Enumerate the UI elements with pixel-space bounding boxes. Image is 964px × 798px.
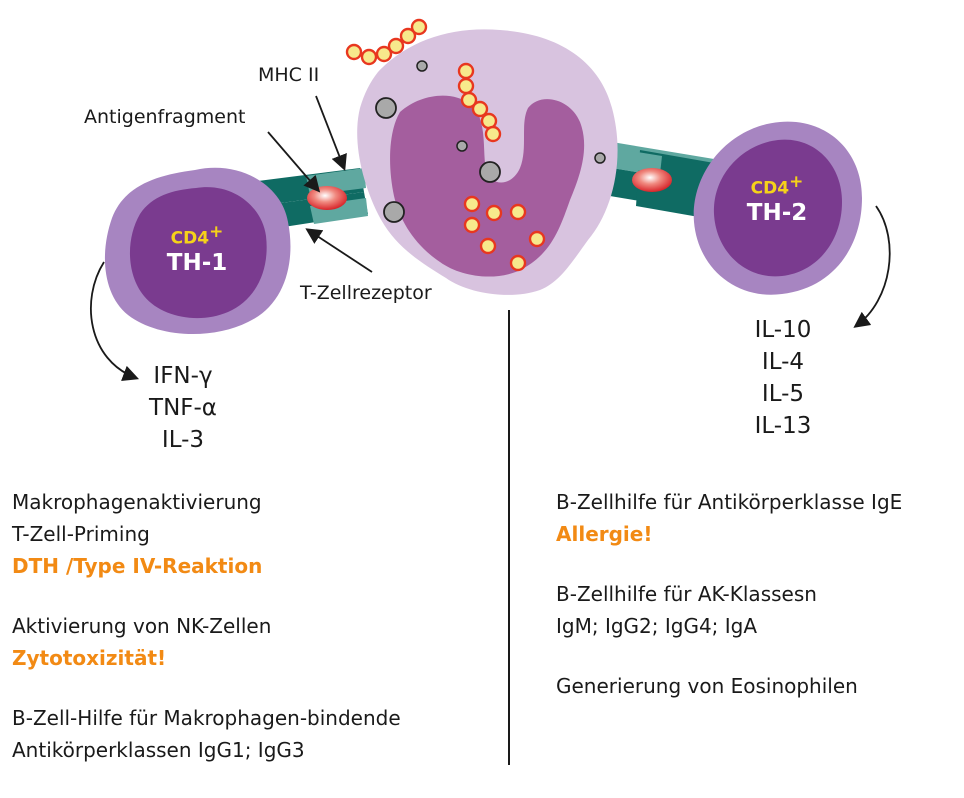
th2-cytokine: IL-5 xyxy=(761,381,805,407)
th1-function-item: Antikörperklassen IgG1; IgG3 xyxy=(12,738,305,762)
th2-cell xyxy=(693,121,862,295)
antigen-fragment-right xyxy=(632,168,672,192)
th2-function-highlight: Allergie! xyxy=(556,522,653,546)
antigen-fragment-label: Antigenfragment xyxy=(84,106,246,128)
th1-cell xyxy=(104,167,291,335)
th2-name: TH-2 xyxy=(746,200,808,226)
th1-function-item: B-Zell-Hilfe für Makrophagen-bindende xyxy=(12,706,401,730)
th1-function-highlight: DTH /Type IV-Reaktion xyxy=(12,554,263,578)
antigen-beads xyxy=(345,18,546,272)
th1-function-highlight: Zytotoxizität! xyxy=(12,646,167,670)
tcr-pointer xyxy=(305,228,373,273)
th2-cytokine-list: IL-10 IL-4 IL-5 IL-13 xyxy=(728,314,838,442)
th1-function-item: Aktivierung von NK-Zellen xyxy=(12,614,272,638)
th1-cytokine: TNF-α xyxy=(149,395,217,421)
th2-cytokine: IL-10 xyxy=(754,317,812,343)
antigen-fragment-pointer xyxy=(267,131,321,193)
antigen-fragment-left xyxy=(307,186,347,210)
th1-function-item: T-Zell-Priming xyxy=(12,522,150,546)
tcr-mhc-complex-right xyxy=(598,140,720,220)
th2-cytokine: IL-13 xyxy=(754,413,812,439)
th2-secretion-arrow xyxy=(853,205,891,328)
th1-function-list: Makrophagenaktivierung T-Zell-Priming DT… xyxy=(12,486,401,766)
th1-cytokine-list: IFN-γ TNF-α IL-3 xyxy=(128,360,238,456)
antigen-presenting-cell xyxy=(357,29,618,295)
mhc2-pointer xyxy=(315,95,347,172)
column-divider xyxy=(508,310,510,765)
th2-function-list: B-Zellhilfe für Antikörperklasse IgE All… xyxy=(556,486,902,702)
th2-function-item: Generierung von Eosinophilen xyxy=(556,674,858,698)
tcr-label: T-Zellrezeptor xyxy=(300,282,432,304)
th1-secretion-arrow xyxy=(90,261,140,382)
th1-cd4-label: CD4+ xyxy=(170,222,224,249)
th2-cytokine: IL-4 xyxy=(761,349,805,375)
th2-function-item: B-Zellhilfe für AK-Klassesn xyxy=(556,582,817,606)
th1-function-item: Makrophagenaktivierung xyxy=(12,490,262,514)
th1-cytokine: IFN-γ xyxy=(153,363,213,389)
th1-cytokine: IL-3 xyxy=(161,427,205,453)
th2-function-item: IgM; IgG2; IgG4; IgA xyxy=(556,614,758,638)
mhc2-label: MHC II xyxy=(258,64,320,86)
th2-function-item: B-Zellhilfe für Antikörperklasse IgE xyxy=(556,490,903,514)
th2-cd4-label: CD4+ xyxy=(750,172,804,199)
th1-name: TH-1 xyxy=(166,250,228,276)
